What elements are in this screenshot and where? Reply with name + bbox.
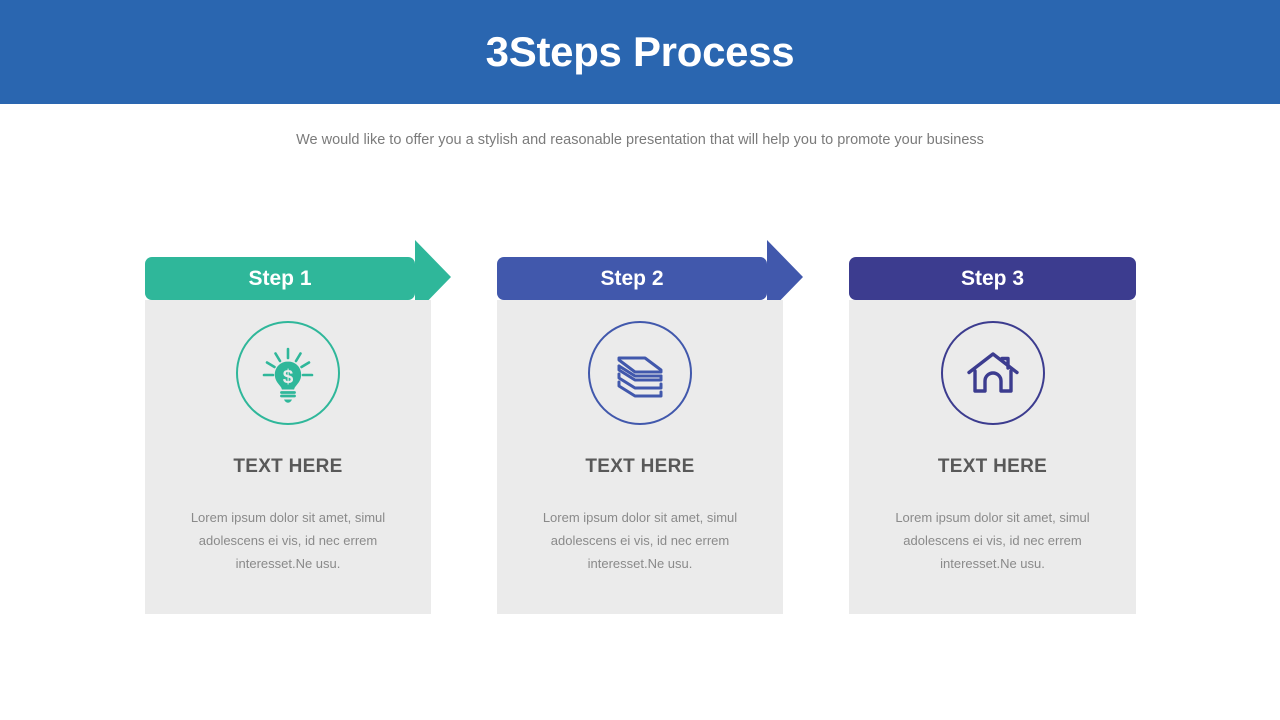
step-body-2: TEXT HERE Lorem ipsum dolor sit amet, si… bbox=[497, 300, 783, 614]
step-card-1[interactable]: Step 1 bbox=[145, 240, 451, 615]
step-text-1: Lorem ipsum dolor sit amet, simul adoles… bbox=[190, 510, 386, 572]
page-title: 3Steps Process bbox=[485, 28, 795, 75]
step-text-3: Lorem ipsum dolor sit amet, simul adoles… bbox=[895, 510, 1090, 572]
header-banner: 3Steps Process bbox=[0, 0, 1280, 104]
step-heading-1: TEXT HERE bbox=[233, 456, 343, 477]
step-card-3[interactable]: Step 3 TEXT HERE Lorem ipsum dolor sit a… bbox=[849, 240, 1136, 615]
step-banner-1: Step 1 bbox=[145, 240, 451, 314]
step-bar-3: Step 3 bbox=[849, 257, 1136, 300]
step-bar-2: Step 2 bbox=[497, 257, 767, 300]
step-label-1: Step 1 bbox=[248, 267, 312, 290]
svg-text:$: $ bbox=[283, 367, 294, 388]
step-bar-1: Step 1 bbox=[145, 257, 415, 300]
step-text-2: Lorem ipsum dolor sit amet, simul adoles… bbox=[542, 510, 738, 572]
steps-row: Step 1 bbox=[0, 240, 1280, 620]
step-card-2[interactable]: Step 2 TEXT HERE Lorem ipsum dolor sit a… bbox=[497, 240, 803, 615]
lightbulb-dollar-icon: $ bbox=[236, 321, 340, 425]
step-heading-3: TEXT HERE bbox=[937, 456, 1048, 477]
step-heading-2: TEXT HERE bbox=[585, 456, 695, 477]
paper-stack-icon bbox=[588, 321, 692, 425]
house-icon bbox=[940, 321, 1045, 425]
step-body-3: TEXT HERE Lorem ipsum dolor sit amet, si… bbox=[849, 300, 1136, 614]
step-banner-2: Step 2 bbox=[497, 240, 803, 314]
step-label-3: Step 3 bbox=[960, 267, 1025, 290]
step-banner-3: Step 3 bbox=[849, 257, 1136, 300]
subtitle-text: We would like to offer you a stylish and… bbox=[296, 132, 984, 148]
step-label-2: Step 2 bbox=[600, 267, 664, 290]
step-body-1: $ TEXT HERE Lorem ipsum dolor sit amet, … bbox=[145, 300, 431, 614]
